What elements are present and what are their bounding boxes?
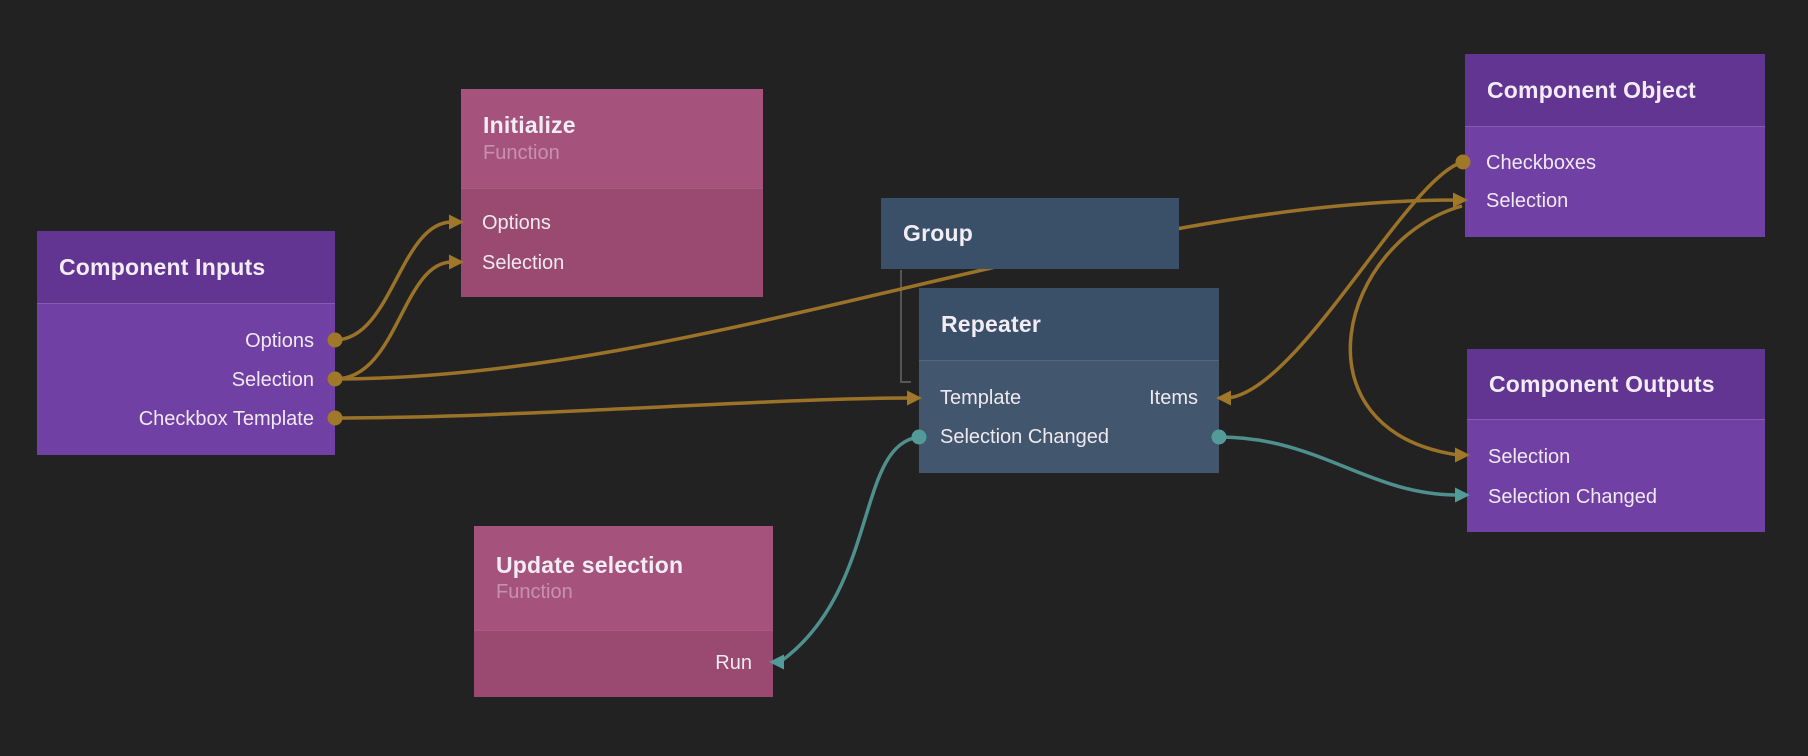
node-component-object[interactable]: Component Object Checkboxes Selection (1465, 54, 1765, 237)
port-label-template: Template (940, 387, 1022, 409)
port-label-options: Options (245, 330, 314, 352)
port-selection[interactable]: Selection (1467, 437, 1765, 477)
node-header: Initialize Function (461, 89, 763, 188)
port-selection-changed[interactable]: Selection Changed (1467, 477, 1765, 517)
port-options[interactable]: Options (37, 322, 335, 361)
node-title: Component Outputs (1489, 370, 1715, 397)
port-label-selection-changed: Selection Changed (940, 426, 1110, 448)
node-repeater[interactable]: Repeater Template Items Selection Change… (919, 288, 1219, 473)
node-title: Repeater (941, 310, 1042, 337)
node-update-selection[interactable]: Update selection Function Run (474, 526, 773, 697)
node-header: Component Outputs (1467, 349, 1765, 419)
node-body: Options Selection (461, 188, 763, 297)
node-title: Update selection (496, 551, 684, 578)
node-body: Run (474, 630, 773, 697)
node-header: Group (881, 198, 1179, 269)
node-header: Repeater (919, 288, 1219, 360)
wire-component-inputs-selection-to-initialize-selection[interactable] (334, 260, 453, 381)
node-body: Template Items Selection Changed (919, 360, 1219, 473)
node-header: Component Inputs (37, 231, 335, 303)
node-type-label: Function (496, 581, 573, 604)
node-type-label: Function (483, 141, 560, 164)
node-title: Component Inputs (59, 253, 266, 280)
port-selection-changed[interactable]: Selection Changed (919, 418, 1219, 457)
port-label-options: Options (482, 211, 551, 234)
node-title: Group (903, 220, 973, 247)
node-body: Options Selection Checkbox Template (37, 303, 335, 455)
node-title: Component Object (1487, 76, 1696, 103)
port-selection[interactable]: Selection (461, 243, 763, 283)
port-selection[interactable]: Selection (37, 361, 335, 400)
port-checkboxes[interactable]: Checkboxes (1465, 144, 1765, 182)
port-label-selection: Selection (482, 251, 565, 274)
node-header: Update selection Function (474, 526, 773, 630)
wire-repeater-selection-changed-to-update-selection-run[interactable] (778, 435, 920, 664)
wire-component-object-checkboxes-to-repeater-items[interactable] (1227, 160, 1464, 400)
port-label-selection: Selection (1486, 189, 1569, 212)
wire-component-inputs-options-to-initialize-options[interactable] (334, 220, 453, 342)
port-checkbox-template[interactable]: Checkbox Template (37, 400, 335, 439)
port-run[interactable]: Run (474, 643, 773, 683)
port-selection[interactable]: Selection (1465, 182, 1765, 220)
port-label-selection: Selection (1488, 445, 1571, 468)
hierarchy-line-group-repeater (900, 270, 911, 383)
port-label-checkboxes: Checkboxes (1486, 151, 1597, 174)
wire-component-inputs-checkbox-template-to-repeater-template[interactable] (334, 396, 911, 420)
node-body: Selection Selection Changed (1467, 419, 1765, 532)
port-label-items: Items (1149, 387, 1198, 409)
port-label-selection-changed: Selection Changed (1488, 485, 1658, 508)
node-body: Checkboxes Selection (1465, 126, 1765, 237)
node-component-outputs[interactable]: Component Outputs Selection Selection Ch… (1467, 349, 1765, 532)
node-component-inputs[interactable]: Component Inputs Options Selection Check… (37, 231, 335, 455)
port-label-selection: Selection (231, 369, 314, 391)
wire-repeater-selection-changed-to-component-outputs-selection-changed[interactable] (1218, 435, 1459, 497)
port-label-run: Run (715, 651, 752, 674)
node-initialize[interactable]: Initialize Function Options Selection (461, 89, 763, 297)
port-label-checkbox-template: Checkbox Template (138, 408, 314, 430)
node-header: Component Object (1465, 54, 1765, 126)
wire-component-object-selection-to-component-outputs-selection[interactable] (1348, 204, 1463, 457)
port-row-template-items[interactable]: Template Items (919, 379, 1219, 418)
node-group[interactable]: Group (881, 198, 1179, 269)
node-title: Initialize (483, 112, 576, 139)
port-options[interactable]: Options (461, 203, 763, 243)
